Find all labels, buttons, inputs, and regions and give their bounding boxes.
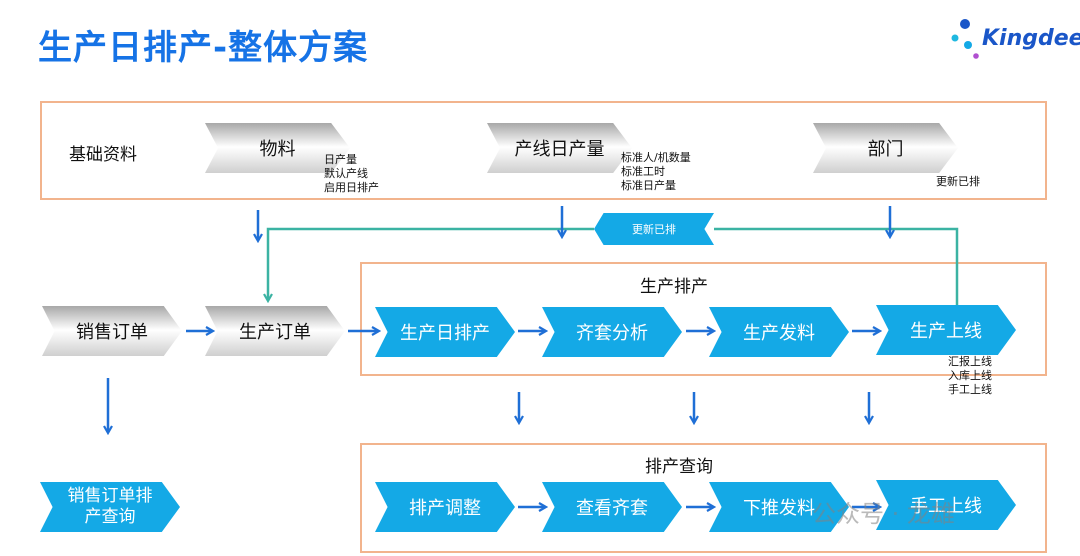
push-issue-node[interactable]: 下推发料 — [709, 482, 849, 532]
material-label: 物料 — [259, 139, 296, 160]
update-scheduled-tag: 更新已排 — [594, 213, 714, 245]
note-line: 汇报上线 — [948, 355, 992, 368]
note-line: 默认产线 — [324, 167, 368, 180]
basic-data-box — [40, 101, 1047, 200]
step-label: 查看齐套 — [576, 498, 648, 519]
department-node[interactable]: 部门 — [813, 123, 958, 173]
scheduling-title: 生产排产 — [640, 277, 708, 297]
logo-text: Kingdee — [982, 26, 1080, 51]
note-line: 日产量 — [324, 153, 357, 166]
step-label: 排产调整 — [409, 498, 481, 519]
step-label: 手工上线 — [910, 496, 982, 517]
daily-scheduling-node[interactable]: 生产日排产 — [375, 307, 515, 357]
material-notes: 日产量 默认产线 启用日排产 — [324, 153, 379, 195]
go-online-node[interactable]: 生产上线 — [876, 305, 1016, 355]
line-output-label: 产线日产量 — [514, 139, 605, 160]
note-line: 入库上线 — [948, 369, 992, 382]
basic-data-label: 基础资料 — [69, 145, 137, 165]
department-label: 部门 — [867, 139, 904, 160]
view-kit-node[interactable]: 查看齐套 — [542, 482, 682, 532]
sales-order-query-label: 销售订单排产查询 — [67, 486, 153, 527]
step-label: 齐套分析 — [576, 323, 648, 344]
scheduling-box — [360, 262, 1047, 376]
line-output-node[interactable]: 产线日产量 — [487, 123, 632, 173]
query-box — [360, 443, 1047, 553]
feedback-line — [714, 227, 959, 308]
material-issue-node[interactable]: 生产发料 — [709, 307, 849, 357]
feedback-line-left — [268, 227, 594, 300]
page-title: 生产日排产-整体方案 — [38, 28, 369, 68]
note-line: 更新已排 — [936, 175, 980, 188]
step-label: 下推发料 — [743, 498, 815, 519]
kit-analysis-node[interactable]: 齐套分析 — [542, 307, 682, 357]
sales-order-label: 销售订单 — [76, 322, 148, 343]
step-label: 生产上线 — [910, 321, 982, 342]
sales-order-query-node[interactable]: 销售订单排产查询 — [40, 482, 180, 532]
note-line: 标准日产量 — [621, 179, 676, 192]
go-online-notes: 汇报上线 入库上线 手工上线 — [948, 355, 992, 397]
note-line: 标准人/机数量 — [621, 151, 691, 164]
department-notes: 更新已排 — [936, 175, 980, 189]
sales-order-node[interactable]: 销售订单 — [42, 306, 182, 356]
note-line: 手工上线 — [948, 383, 992, 396]
kingdee-logo — [951, 19, 979, 59]
step-label: 生产发料 — [743, 323, 815, 344]
production-order-node[interactable]: 生产订单 — [205, 306, 345, 356]
line-output-notes: 标准人/机数量 标准工时 标准日产量 — [621, 151, 691, 193]
material-node[interactable]: 物料 — [205, 123, 350, 173]
note-line: 标准工时 — [621, 165, 665, 178]
schedule-adjust-node[interactable]: 排产调整 — [375, 482, 515, 532]
query-title: 排产查询 — [645, 457, 713, 477]
step-label: 生产日排产 — [400, 323, 490, 344]
production-order-label: 生产订单 — [239, 322, 311, 343]
manual-online-node[interactable]: 手工上线 — [876, 480, 1016, 530]
watermark: 公众号 · 龙雄 — [812, 500, 955, 528]
note-line: 启用日排产 — [324, 181, 379, 194]
